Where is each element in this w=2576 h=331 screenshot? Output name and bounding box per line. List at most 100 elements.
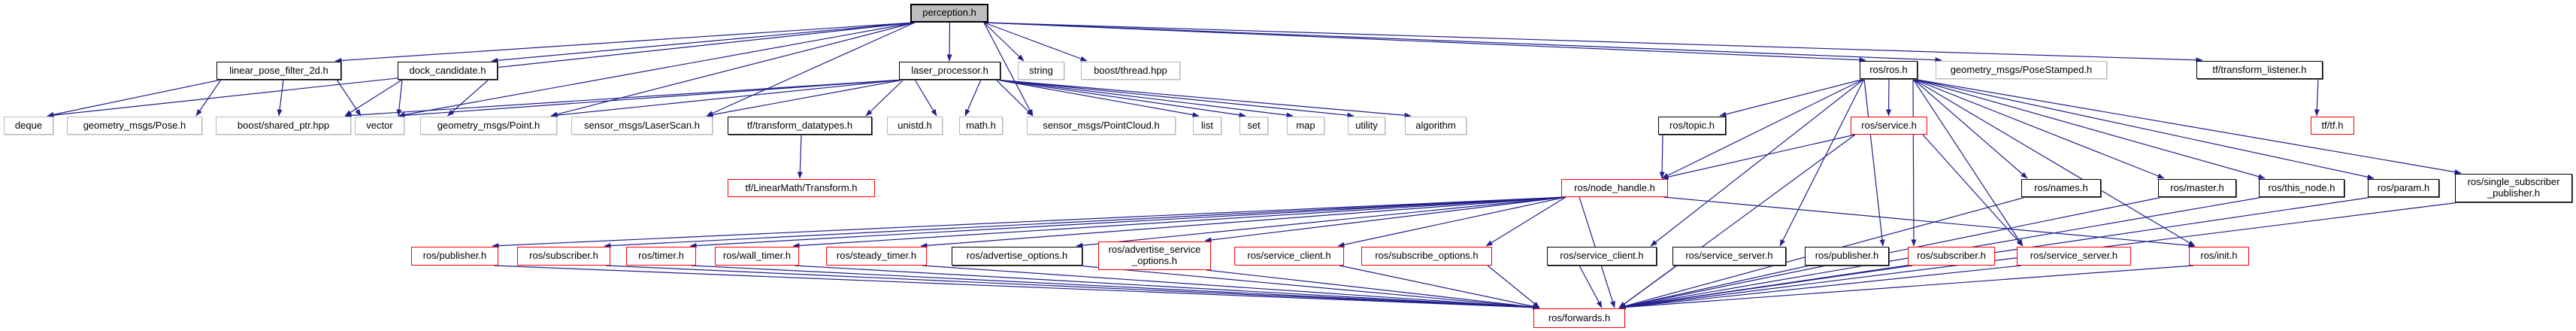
graph-edge <box>398 22 916 117</box>
graph-node-linear_math_transform[interactable]: tf/LinearMath/Transform.h <box>728 179 875 197</box>
graph-node-ros_topic[interactable]: ros/topic.h <box>1658 117 1726 135</box>
graph-node-map: map <box>1287 117 1324 135</box>
node-label: ros/param.h <box>2377 181 2430 193</box>
graph-node-point_cloud: sensor_msgs/PointCloud.h <box>1027 117 1176 135</box>
graph-node-laser_scan: sensor_msgs/LaserScan.h <box>571 117 713 135</box>
node-label: ros/ros.h <box>1869 63 1908 75</box>
node-label: perception.h <box>922 7 976 19</box>
node-label: set <box>1247 119 1261 131</box>
graph-node-ros_master[interactable]: ros/master.h <box>2158 179 2236 197</box>
node-label: ros/advertise_options.h <box>966 250 1068 262</box>
graph-node-ros_service[interactable]: ros/service.h <box>1851 117 1927 135</box>
node-label: ros/publisher.h <box>1815 250 1879 262</box>
graph-edge <box>398 79 904 118</box>
graph-edge <box>277 79 284 117</box>
node-label: deque <box>14 119 43 131</box>
graph-node-lpf2d[interactable]: linear_pose_filter_2d.h <box>216 62 341 80</box>
node-label: math.h <box>966 119 996 131</box>
graph-node-service_client2[interactable]: ros/service_client.h <box>1547 247 1657 266</box>
graph-edge <box>922 265 1540 310</box>
graph-edge <box>605 265 1540 311</box>
graph-edge <box>914 79 937 117</box>
graph-node-ros_param[interactable]: ros/param.h <box>2368 179 2439 197</box>
graph-node-subscribe_options[interactable]: ros/subscribe_options.h <box>1361 247 1492 266</box>
graph-edge <box>550 79 904 118</box>
node-label: string <box>1029 64 1053 76</box>
graph-edge <box>792 196 1566 248</box>
graph-edge <box>1618 265 2022 310</box>
node-label: ros/advertise_service _options.h <box>1108 244 1201 266</box>
graph-edge <box>1337 196 1566 247</box>
graph-edge <box>797 134 803 179</box>
graph-node-tf_tf[interactable]: tf/tf.h <box>2311 117 2354 135</box>
graph-edge <box>336 79 362 117</box>
graph-node-utility: utility <box>1348 117 1385 135</box>
graph-edge <box>983 22 1034 117</box>
node-label: ros/node_handle.h <box>1574 181 1655 193</box>
graph-node-steady_timer[interactable]: ros/steady_timer.h <box>826 247 927 266</box>
graph-edge <box>706 79 904 117</box>
graph-edge <box>1779 78 1865 247</box>
graph-edge <box>1912 78 2165 179</box>
node-label: geometry_msgs/Pose.h <box>83 119 186 131</box>
graph-node-advertise_options[interactable]: ros/advertise_options.h <box>952 247 1082 266</box>
graph-node-subscriber1[interactable]: ros/subscriber.h <box>517 247 610 266</box>
graph-node-ros_names[interactable]: ros/names.h <box>2021 179 2101 197</box>
graph-edge <box>995 79 1034 117</box>
node-label: sensor_msgs/PointCloud.h <box>1043 119 1160 131</box>
graph-edge <box>1911 78 1917 247</box>
node-label: geometry_msgs/PoseStamped.h <box>1950 63 2093 75</box>
graph-edge <box>983 22 1866 63</box>
graph-edge <box>2314 78 2320 117</box>
graph-node-shared_ptr: boost/shared_ptr.hpp <box>216 117 351 135</box>
graph-edge <box>1659 134 1665 179</box>
graph-node-ros_this_node[interactable]: ros/this_node.h <box>2259 179 2344 197</box>
node-label: ros/subscribe_options.h <box>1375 250 1479 262</box>
node-label: unistd.h <box>898 119 932 131</box>
graph-node-laser_processor[interactable]: laser_processor.h <box>899 62 1000 80</box>
graph-node-subscriber2[interactable]: ros/subscriber.h <box>1908 247 1995 266</box>
graph-edge <box>1661 134 1856 180</box>
graph-node-wall_timer[interactable]: ros/wall_timer.h <box>715 247 799 266</box>
node-label: vector <box>366 119 393 131</box>
graph-node-transform_datatypes[interactable]: tf/transform_datatypes.h <box>728 117 872 135</box>
node-label: ros/topic.h <box>1669 119 1715 131</box>
graph-node-service_server3[interactable]: ros/service_server.h <box>2017 247 2131 266</box>
node-label: list <box>1201 119 1213 131</box>
graph-edge <box>1618 196 2373 310</box>
node-label: ros/service_server.h <box>2030 250 2118 262</box>
graph-node-single_subscriber_publisher[interactable]: ros/single_subscriber _publisher.h <box>2455 174 2572 202</box>
graph-node-service_server2[interactable]: ros/service_server.h <box>1672 247 1786 266</box>
graph-edge <box>794 265 1540 311</box>
graph-node-dock_candidate[interactable]: dock_candidate.h <box>398 62 498 80</box>
graph-edge <box>493 265 1540 311</box>
graph-node-forwards[interactable]: ros/forwards.h <box>1533 308 1625 328</box>
graph-node-point_h: geometry_msgs/Point.h <box>420 117 557 135</box>
graph-node-math_h: math.h <box>959 117 1003 135</box>
node-label: utility <box>1355 119 1378 131</box>
graph-node-node_handle[interactable]: ros/node_handle.h <box>1561 179 1668 197</box>
graph-edge <box>1076 196 1566 248</box>
node-label: ros/service.h <box>1861 119 1917 131</box>
graph-edge <box>1912 78 2024 247</box>
graph-node-transform_listener[interactable]: tf/transform_listener.h <box>2196 61 2323 79</box>
graph-node-ros_ros[interactable]: ros/ros.h <box>1860 61 1918 79</box>
graph-edge <box>1206 269 1540 310</box>
graph-node-publisher1[interactable]: ros/publisher.h <box>411 247 498 266</box>
graph-edge <box>995 79 1294 118</box>
node-label: sensor_msgs/LaserScan.h <box>584 119 700 131</box>
graph-edge <box>983 22 1088 62</box>
graph-edge <box>1339 265 1540 309</box>
graph-node-service_client1[interactable]: ros/service_client.h <box>1234 247 1344 266</box>
graph-node-advertise_service_options[interactable]: ros/advertise_service _options.h <box>1098 241 1211 270</box>
graph-node-publisher2[interactable]: ros/publisher.h <box>1805 247 1889 266</box>
graph-node-list: list <box>1193 117 1221 135</box>
graph-node-ros_init[interactable]: ros/init.h <box>2189 247 2249 266</box>
graph-edge <box>983 22 1025 62</box>
graph-edge <box>47 79 222 117</box>
node-label: tf/tf.h <box>2321 119 2344 131</box>
graph-node-timer[interactable]: ros/timer.h <box>626 247 696 266</box>
node-label: ros/timer.h <box>638 250 684 262</box>
